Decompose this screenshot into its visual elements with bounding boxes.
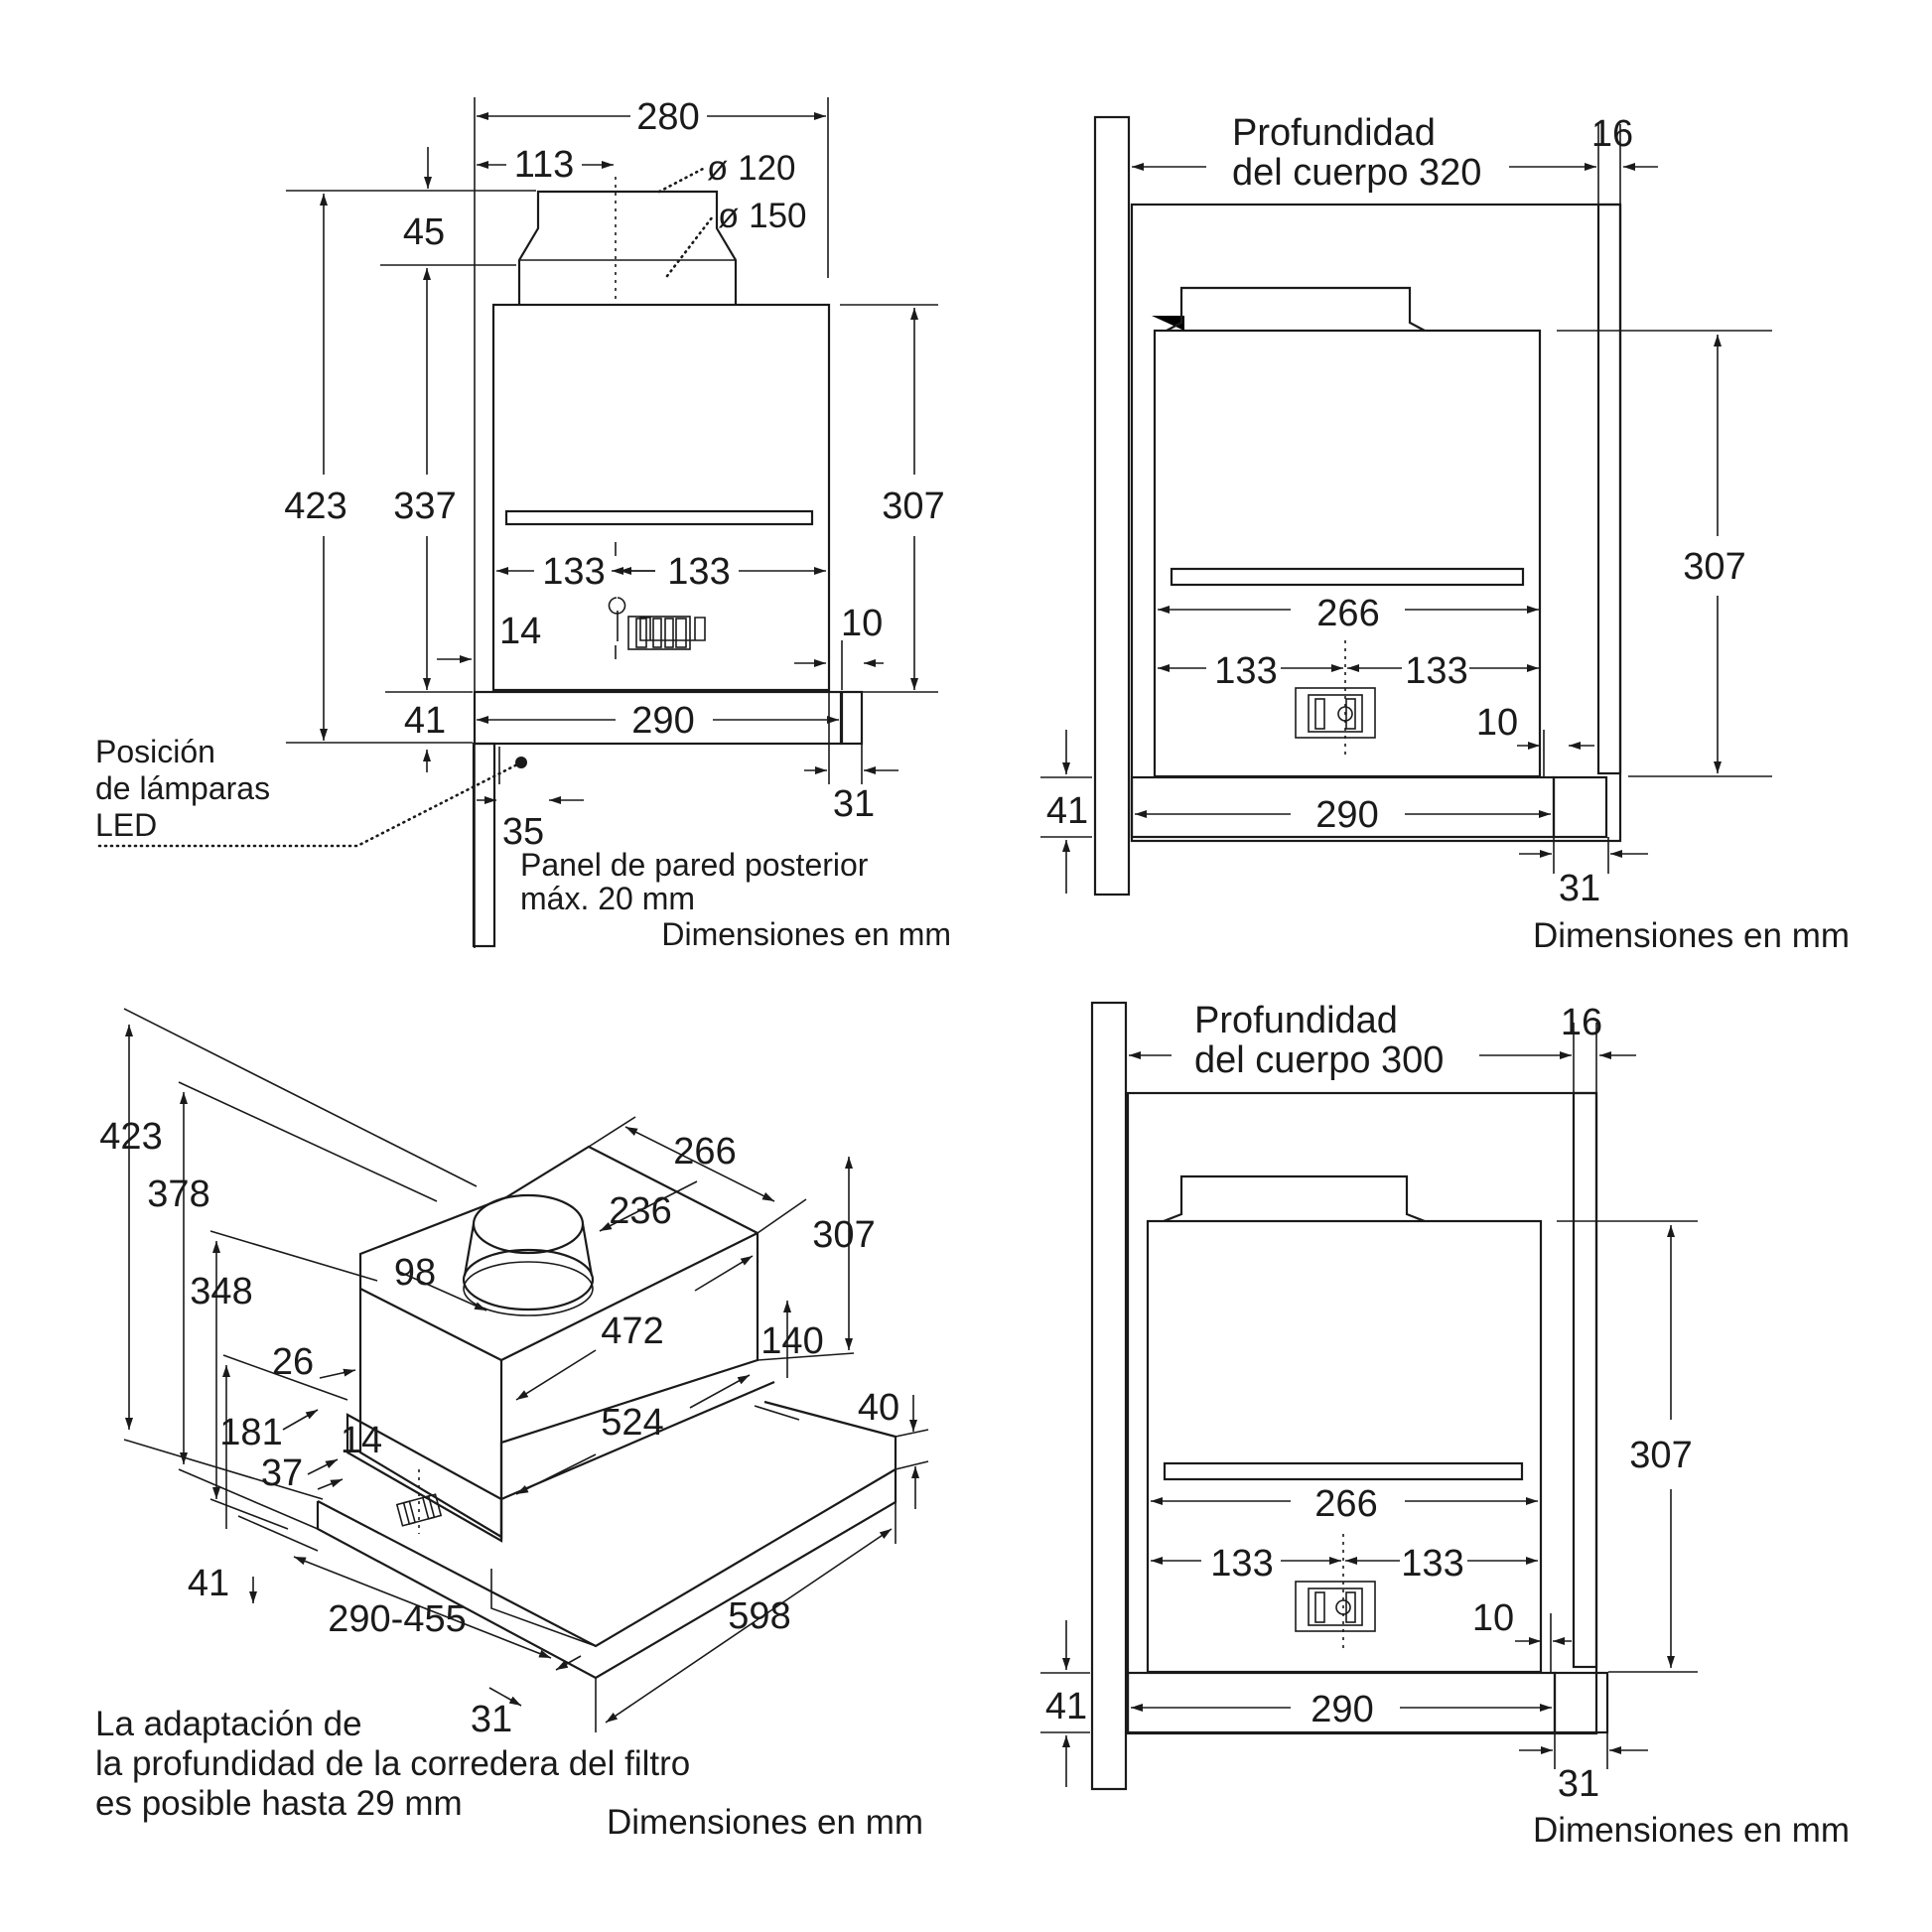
- led-leader: [97, 760, 523, 848]
- iso-note-line-2: la profundidad de la corredera del filtr…: [95, 1744, 690, 1783]
- dim-side300-133-right: 133: [1401, 1543, 1463, 1585]
- dim-front-10: 10: [841, 603, 883, 644]
- dim-iso-140: 140: [760, 1320, 823, 1362]
- front-fan-symbol: [608, 542, 706, 659]
- filter-rail-320: [1170, 567, 1525, 587]
- hood-collar-320: [1166, 286, 1426, 332]
- dim-front-280: 280: [636, 96, 699, 138]
- dim-iso-290-455: 290-455: [328, 1598, 466, 1640]
- dim-front-133-left: 133: [542, 551, 605, 593]
- dim-side320-266: 266: [1316, 593, 1379, 634]
- depth-label-300-line-2: del cuerpo 300: [1194, 1039, 1444, 1081]
- dim-side320-41: 41: [1046, 790, 1088, 832]
- dim-iso-266: 266: [673, 1131, 736, 1173]
- dim-side300-41: 41: [1045, 1686, 1087, 1727]
- dim-front-14: 14: [499, 611, 541, 652]
- dim-iso-423: 423: [99, 1116, 162, 1158]
- dim-side320-16: 16: [1591, 113, 1633, 155]
- dim-iso-598: 598: [728, 1595, 790, 1637]
- dim-side300-266: 266: [1314, 1483, 1377, 1525]
- dim-side320-10: 10: [1476, 702, 1518, 744]
- panel-label-line-1: Panel de pared posterior: [520, 847, 869, 883]
- dim-front-d120: ø 120: [707, 149, 796, 188]
- isometric-view: 423 378 348 266 236 307 98 472 140 26 52…: [95, 1008, 929, 1842]
- dim-iso-181: 181: [219, 1412, 282, 1453]
- dim-front-133-right: 133: [667, 551, 730, 593]
- front-duct-collar: [517, 190, 738, 305]
- front-filter-rail: [504, 509, 814, 526]
- dim-iso-31: 31: [471, 1699, 512, 1740]
- caption-front: Dimensiones en mm: [661, 916, 951, 952]
- dim-front-423: 423: [284, 485, 346, 527]
- depth-label-320-line-1: Profundidad: [1232, 112, 1436, 154]
- dim-front-307: 307: [882, 485, 944, 527]
- wall-hatch-320: [1093, 115, 1131, 897]
- dim-iso-98: 98: [394, 1252, 436, 1294]
- caption-iso: Dimensiones en mm: [607, 1803, 923, 1842]
- iso-fan-symbol: [395, 1469, 443, 1534]
- fan-symbol-320: [1295, 640, 1376, 755]
- led-label-line-3: LED: [95, 807, 157, 843]
- dim-side300-290: 290: [1311, 1689, 1373, 1730]
- dim-iso-524: 524: [601, 1402, 663, 1444]
- iso-duct-base: [462, 1248, 595, 1311]
- dim-front-d150: ø 150: [718, 197, 807, 235]
- led-label-line-1: Posición: [95, 734, 215, 769]
- iso-upper-box: [358, 1145, 759, 1539]
- dim-side320-290: 290: [1315, 794, 1378, 836]
- dim-iso-472: 472: [601, 1311, 663, 1352]
- side-view-320: Profundidad del cuerpo 320 16 307 266 13…: [1040, 112, 1850, 955]
- dim-side300-31: 31: [1558, 1763, 1599, 1805]
- dim-side300-10: 10: [1472, 1597, 1514, 1639]
- fan-symbol-300: [1295, 1534, 1376, 1653]
- dim-side300-16: 16: [1561, 1002, 1602, 1043]
- caption-side-320: Dimensiones en mm: [1533, 916, 1850, 955]
- dim-iso-348: 348: [190, 1271, 252, 1312]
- caption-side-300: Dimensiones en mm: [1533, 1811, 1850, 1850]
- dim-iso-40: 40: [858, 1387, 899, 1429]
- dim-iso-378: 378: [147, 1173, 209, 1215]
- led-label-line-2: de lámparas: [95, 770, 270, 806]
- dim-side320-133-left: 133: [1214, 650, 1277, 692]
- dim-front-41: 41: [404, 700, 446, 742]
- dim-iso-307: 307: [812, 1214, 875, 1256]
- iso-note-line-3: es posible hasta 29 mm: [95, 1784, 463, 1823]
- cabinet-outline-320: [1130, 203, 1622, 843]
- side-view-300: Profundidad del cuerpo 300 16 307 266 13…: [1040, 1000, 1850, 1850]
- dim-side320-133-right: 133: [1405, 650, 1467, 692]
- cabinet-outline-300: [1126, 1091, 1598, 1735]
- dim-front-45: 45: [403, 211, 445, 253]
- dim-front-337: 337: [393, 485, 456, 527]
- dim-iso-236: 236: [609, 1190, 671, 1232]
- dim-front-31: 31: [833, 783, 875, 825]
- dim-iso-14: 14: [341, 1420, 382, 1461]
- wall-hatch-300: [1090, 1001, 1128, 1791]
- dim-front-113: 113: [514, 144, 575, 186]
- hood-collar-300: [1163, 1174, 1426, 1223]
- depth-label-300-line-1: Profundidad: [1194, 1000, 1398, 1041]
- front-rear-panel: [472, 742, 496, 948]
- dim-side320-31: 31: [1559, 868, 1600, 909]
- dim-front-35: 35: [502, 811, 544, 853]
- depth-label-320-line-2: del cuerpo 320: [1232, 152, 1481, 194]
- iso-note-line-1: La adaptación de: [95, 1705, 362, 1743]
- front-body-outline: [491, 303, 831, 692]
- dim-side300-307: 307: [1629, 1435, 1692, 1476]
- iso-duct-top: [472, 1193, 585, 1255]
- dim-iso-26: 26: [272, 1341, 314, 1383]
- dim-front-290: 290: [631, 700, 694, 742]
- dim-side320-307: 307: [1683, 546, 1745, 588]
- dim-iso-41: 41: [188, 1563, 229, 1604]
- dim-side300-133-left: 133: [1210, 1543, 1273, 1585]
- front-view: 280 113 ø 120 ø 150 45 423 337 307 133 1…: [95, 96, 951, 952]
- panel-label-line-2: máx. 20 mm: [520, 881, 695, 916]
- dim-iso-37: 37: [261, 1452, 303, 1494]
- filter-rail-300: [1163, 1461, 1524, 1481]
